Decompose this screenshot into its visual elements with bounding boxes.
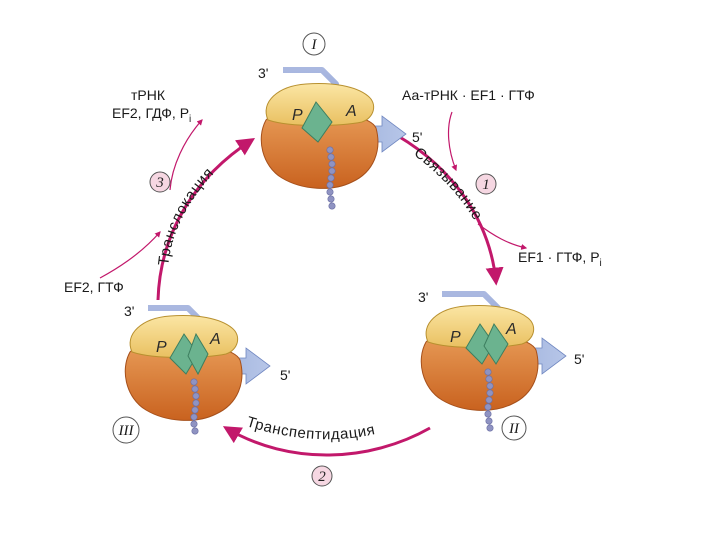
step-1-badge: 1 [475, 173, 497, 195]
step-3-badge: 3 [149, 171, 171, 193]
stage-ii-site-a: A [505, 321, 517, 338]
translocation-input-arrow [99, 231, 161, 279]
stage-iii-site-a: A [209, 331, 221, 348]
arc-binding [397, 134, 504, 286]
svg-text:3: 3 [155, 175, 164, 191]
svg-text:III: III [118, 423, 135, 439]
svg-text:I: I [311, 37, 318, 53]
step-2-name: Транспептидация [245, 413, 377, 443]
stage-ii-trna-a [483, 322, 509, 365]
svg-text:1: 1 [482, 177, 490, 193]
stage-iii-trna-a [187, 332, 209, 376]
cycle-arcs [99, 111, 528, 457]
translocation-output-main: EF2, ГДФ, P [112, 105, 189, 121]
stage-i-numeral-badge: I [302, 32, 326, 56]
binding-output-main: EF1 · ГТФ, P [518, 249, 600, 265]
translocation-output-sub: i [189, 114, 191, 125]
stage-i-trna-p [301, 101, 333, 143]
translocation-output-arrow [169, 119, 203, 191]
stage-iii: III 3' P A 5' [112, 303, 290, 444]
stage-ii-site-p: P [450, 329, 461, 346]
svg-text:II: II [508, 421, 520, 437]
stage-ii-numeral-badge: II [501, 415, 527, 441]
translocation-input-label: EF2, ГТФ [64, 279, 124, 295]
arc-translocation [156, 138, 256, 301]
binding-output-sub: i [600, 258, 602, 269]
binding-input-label: Аа-тРНК · EF1 · ГТФ [402, 87, 535, 103]
stage-iii-peptide-chain [190, 378, 200, 435]
svg-text:2: 2 [318, 469, 326, 485]
step-2-badge: 2 [311, 465, 333, 487]
arc-transpeptidation [222, 426, 431, 457]
stage-i-three-prime: 3' [258, 65, 268, 81]
binding-output-label: EF1 · ГТФ, Pi [518, 249, 602, 269]
stage-iii-ribosome [124, 315, 271, 421]
stage-iii-numeral-badge: III [112, 416, 140, 444]
stage-i-site-a: A [345, 103, 357, 120]
stage-iii-three-prime: 3' [124, 303, 134, 319]
stage-ii-peptide-chain [484, 368, 494, 432]
stage-ii-ribosome [420, 305, 567, 411]
binding-output-arrow [477, 223, 528, 250]
stage-ii: II 3' P A 5' [418, 289, 584, 441]
step-1-name: Связывание [411, 144, 486, 223]
stage-ii-five-prime: 5' [574, 351, 584, 367]
stage-iii-five-prime: 5' [280, 367, 290, 383]
stage-i-site-p: P [292, 107, 303, 124]
stage-i-five-prime: 5' [412, 129, 422, 145]
stage-ii-three-prime: 3' [418, 289, 428, 305]
stage-iii-site-p: P [156, 339, 167, 356]
stage-i: I 3' P A 5' [258, 32, 422, 210]
stage-i-ribosome [260, 83, 407, 189]
stage-i-peptide-chain [326, 146, 336, 210]
translocation-output-line2: EF2, ГДФ, Pi [112, 105, 191, 125]
binding-input-arrow [447, 111, 458, 172]
translocation-output-line1: тРНК [131, 87, 166, 103]
